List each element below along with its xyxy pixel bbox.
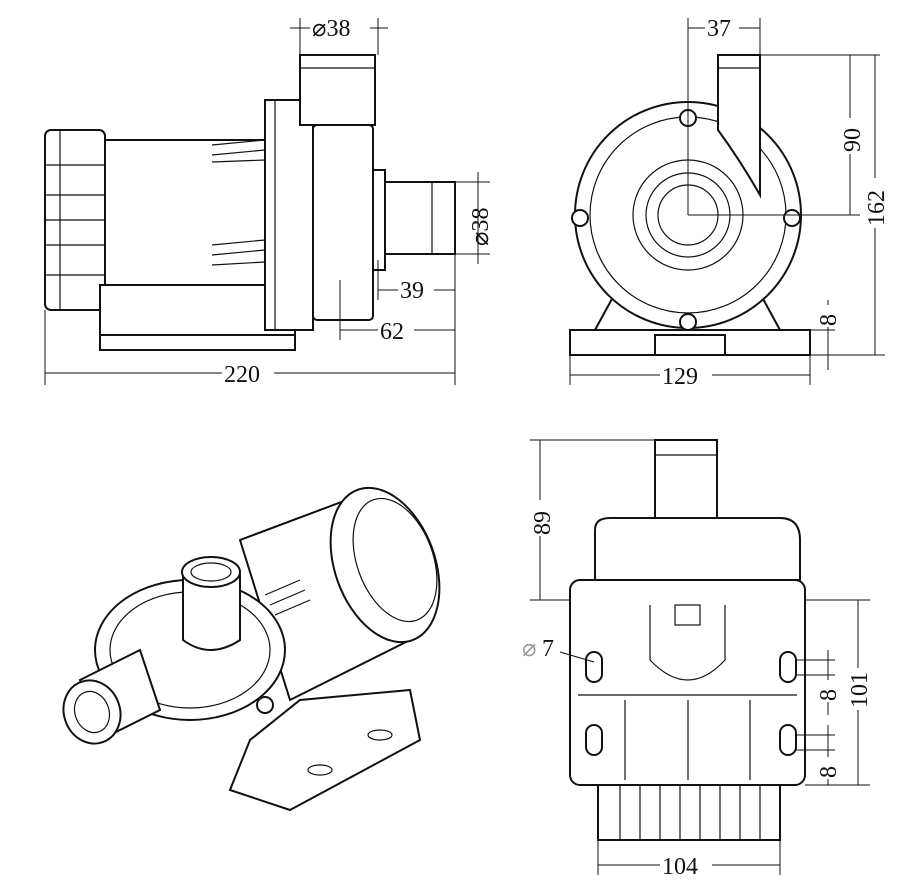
slot-spacing-upper-label: 8: [816, 689, 842, 701]
slot-spacing-lower-label: 8: [816, 766, 842, 778]
rear-view: 89 ⌀ 7 8 8 101 104: [522, 439, 873, 880]
rear-cap-fins: [597, 784, 781, 841]
outlet-height-label: 89: [530, 511, 556, 535]
inlet-length-label: 39: [400, 278, 424, 304]
diameter-symbol: ⌀: [522, 636, 536, 662]
rear-outlet-pipe: [654, 439, 718, 523]
outlet-diameter-label: ⌀38: [312, 16, 350, 42]
inlet-diameter-label: ⌀38: [468, 208, 494, 246]
mount-height-label: 101: [847, 672, 873, 708]
inlet-pipe: [384, 181, 456, 255]
hole-diameter-label: 7: [542, 636, 554, 662]
base-thickness-label: 8: [816, 314, 842, 326]
mounting-holes: [571, 109, 801, 331]
mount-width-label: 104: [662, 854, 698, 880]
flange: [264, 99, 314, 331]
iso-outlet-pipe: [182, 574, 241, 651]
rear-pump-head: [594, 517, 801, 581]
outlet-offset-label: 37: [707, 16, 731, 42]
side-view: ⌀38 ⌀38 39 62 220: [44, 14, 494, 388]
base-plate: [99, 334, 296, 351]
iso-base: [228, 688, 422, 812]
overall-length-label: 220: [224, 362, 260, 388]
base-width-label: 129: [662, 364, 698, 390]
mounting-slots: [585, 651, 797, 756]
outlet-pipe: [299, 54, 376, 126]
isometric-view: [62, 486, 441, 812]
front-view: 37 90 162 8 129: [569, 16, 890, 390]
outlet-pipe-front: [717, 54, 761, 199]
center-height-label: 90: [840, 128, 866, 152]
inlet-collar: [372, 169, 386, 271]
iso-knurled-cap: [329, 486, 441, 644]
pump-head: [312, 124, 374, 321]
overall-height-label: 162: [864, 190, 890, 226]
terminal-pins: [211, 139, 266, 266]
inlet-to-flange-label: 62: [380, 319, 404, 345]
